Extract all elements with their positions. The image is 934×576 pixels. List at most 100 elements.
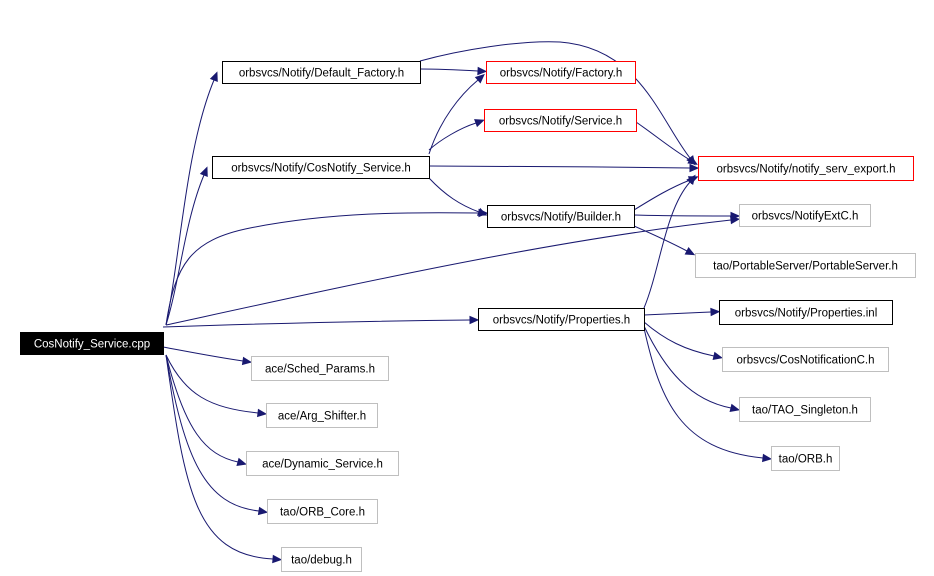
node-label: ace/Sched_Params.h — [265, 364, 375, 376]
edge-line — [419, 68, 479, 72]
edge-service-to-notify_serv_export — [635, 121, 698, 165]
node-sched-params[interactable]: ace/Sched_Params.h — [251, 356, 389, 381]
edge-line — [643, 181, 691, 309]
node-dynamic-service[interactable]: ace/Dynamic_Service.h — [246, 451, 399, 476]
edges-layer — [162, 41, 773, 564]
arrowhead — [474, 73, 485, 84]
node-label: tao/TAO_Singleton.h — [752, 405, 858, 417]
node-factory[interactable]: orbsvcs/Notify/Factory.h — [486, 61, 636, 84]
arrowhead — [684, 246, 696, 256]
edge-root-to-arg_shifter — [165, 354, 268, 418]
node-label: orbsvcs/Notify/Builder.h — [501, 212, 621, 224]
nodes-layer: CosNotify_Service.cpp orbsvcs/Notify/Defa… — [20, 61, 916, 572]
node-tao-singleton[interactable]: tao/TAO_Singleton.h — [739, 397, 871, 422]
arrowhead — [257, 506, 269, 516]
node-box — [484, 109, 637, 132]
arrowhead — [474, 119, 485, 128]
edge-properties-to-notify_serv_export — [643, 174, 696, 309]
arrowhead — [730, 211, 741, 221]
node-notifyextc[interactable]: orbsvcs/NotifyExtC.h — [739, 204, 871, 227]
edge-line — [165, 79, 215, 326]
edge-line — [428, 165, 691, 169]
edge-line — [643, 325, 732, 409]
node-label: orbsvcs/Notify/Properties.inl — [735, 308, 878, 320]
node-box — [246, 451, 399, 476]
node-notify-serv-export[interactable]: orbsvcs/Notify/notify_serv_export.h — [698, 156, 914, 181]
node-box — [487, 205, 635, 228]
node-label: CosNotify_Service.cpp — [34, 339, 150, 351]
arrowhead — [256, 408, 268, 418]
node-label: tao/PortableServer/PortableServer.h — [713, 261, 898, 273]
node-root: CosNotify_Service.cpp — [20, 332, 164, 355]
edge-line — [419, 41, 691, 159]
node-label: ace/Arg_Shifter.h — [278, 411, 366, 423]
edge-line — [165, 174, 205, 326]
node-box — [719, 300, 893, 325]
node-label: orbsvcs/NotifyExtC.h — [752, 211, 859, 223]
node-cosnotify-service[interactable]: orbsvcs/Notify/CosNotify_Service.h — [212, 156, 430, 179]
edge-line — [428, 177, 480, 213]
node-builder[interactable]: orbsvcs/Notify/Builder.h — [487, 205, 635, 228]
node-box — [266, 403, 378, 428]
edge-line — [165, 212, 480, 326]
node-debug[interactable]: tao/debug.h — [281, 547, 362, 572]
edge-default_factory-to-factory — [419, 66, 488, 76]
edge-line — [428, 122, 477, 151]
node-arg-shifter[interactable]: ace/Arg_Shifter.h — [266, 403, 378, 428]
edge-root-to-cosnotify_service — [165, 166, 208, 326]
node-default-factory[interactable]: orbsvcs/Notify/Default_Factory.h — [222, 61, 421, 84]
edge-builder-to-notifyextc — [633, 211, 741, 221]
node-box — [212, 156, 430, 179]
edge-properties-to-properties_inl — [643, 307, 721, 317]
edge-cosnotify_service-to-service — [428, 119, 485, 151]
edge-default_factory-to-notify_serv_export — [419, 41, 696, 166]
node-label: tao/ORB_Core.h — [280, 507, 365, 519]
arrowhead — [241, 356, 253, 366]
node-cosnotificationc[interactable]: orbsvcs/CosNotificationC.h — [722, 347, 889, 372]
node-box — [739, 397, 871, 422]
edge-line — [635, 121, 691, 161]
edge-root-to-properties — [162, 315, 480, 328]
node-box — [478, 308, 645, 331]
edge-builder-to-notify_serv_export — [633, 176, 699, 211]
edge-root-to-notifyextc — [165, 215, 741, 326]
edge-line — [162, 346, 244, 362]
node-box — [771, 446, 840, 471]
node-orb[interactable]: tao/ORB.h — [771, 446, 840, 471]
arrowhead — [729, 403, 740, 413]
node-box — [251, 356, 389, 381]
edge-line — [633, 179, 691, 211]
edge-line — [428, 79, 479, 155]
node-orb-core[interactable]: tao/ORB_Core.h — [267, 499, 378, 524]
arrowhead — [762, 453, 773, 463]
node-box — [20, 332, 164, 355]
edge-line — [165, 354, 239, 463]
edge-line — [643, 311, 712, 316]
arrowhead — [686, 174, 696, 186]
edge-line — [162, 319, 471, 328]
edge-cosnotify_service-to-builder — [428, 177, 488, 216]
node-label: orbsvcs/CosNotificationC.h — [736, 355, 874, 367]
arrowhead — [236, 457, 247, 466]
node-box — [267, 499, 378, 524]
edge-properties-to-tao_singleton — [643, 325, 740, 413]
node-box — [698, 156, 914, 181]
node-label: orbsvcs/Notify/Factory.h — [500, 68, 623, 80]
node-label: orbsvcs/Notify/Properties.h — [493, 315, 630, 327]
node-properties-inl[interactable]: orbsvcs/Notify/Properties.inl — [719, 300, 893, 325]
edge-builder-to-portableserver — [633, 225, 696, 256]
node-portableserver[interactable]: tao/PortableServer/PortableServer.h — [695, 253, 916, 278]
node-label: orbsvcs/Notify/Default_Factory.h — [239, 68, 404, 80]
edge-line — [165, 354, 260, 512]
edge-line — [633, 214, 732, 217]
node-box — [281, 547, 362, 572]
edge-line — [633, 225, 688, 252]
node-properties[interactable]: orbsvcs/Notify/Properties.h — [478, 308, 645, 331]
arrowhead — [687, 156, 698, 165]
node-label: tao/ORB.h — [779, 454, 833, 466]
arrowhead — [689, 163, 700, 173]
arrowhead — [272, 554, 283, 564]
arrowhead — [469, 315, 480, 325]
edge-cosnotify_service-to-notify_serv_export — [428, 163, 700, 173]
node-service[interactable]: orbsvcs/Notify/Service.h — [484, 109, 637, 132]
